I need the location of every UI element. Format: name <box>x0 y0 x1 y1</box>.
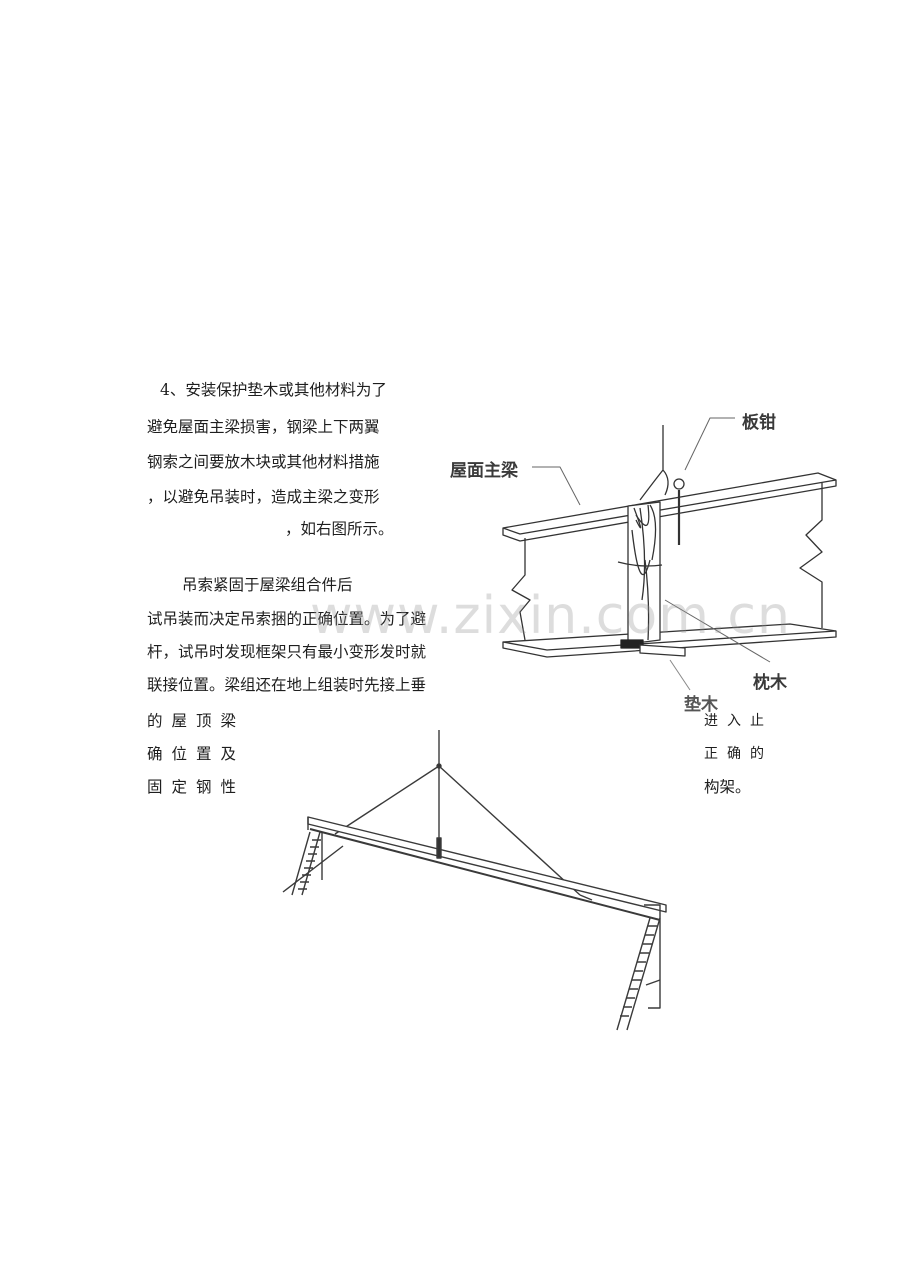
text-line: 联接位置。梁组还在地上组装时先接上垂 <box>147 676 427 694</box>
text-line: 试吊装而决定吊索捆的正确位置。为了避 <box>147 610 427 628</box>
text-fragment: 构架。 <box>704 778 751 796</box>
text-line: 钢索之间要放木块或其他材料措施 <box>147 453 380 471</box>
text-fragment: 固定钢性 <box>147 778 246 796</box>
label-main-beam: 屋面主梁 <box>450 461 518 481</box>
text-line: 吊索紧固于屋梁组合件后 <box>182 576 353 594</box>
label-pad-wood: 垫木 <box>684 695 718 715</box>
text-line: ，以避免吊装时，造成主梁之变形 <box>147 488 380 506</box>
text-fragment: 进入止 <box>704 713 773 729</box>
text-line: 杆，试吊时发现框架只有最小变形发时就 <box>147 643 427 661</box>
text-line: 避免屋面主梁损害，钢梁上下两翼 <box>147 418 380 436</box>
label-clamp: 板钳 <box>742 413 776 433</box>
text-line: 4、安装保护垫木或其他材料为了 <box>160 381 387 399</box>
text-line: ，如右图所示。 <box>285 520 394 538</box>
text-fragment: 正确的 <box>704 746 773 762</box>
text-fragment: 确位置及 <box>147 745 246 763</box>
label-sleeper: 枕木 <box>753 673 787 693</box>
text-fragment: 的屋顶梁 <box>147 712 246 730</box>
